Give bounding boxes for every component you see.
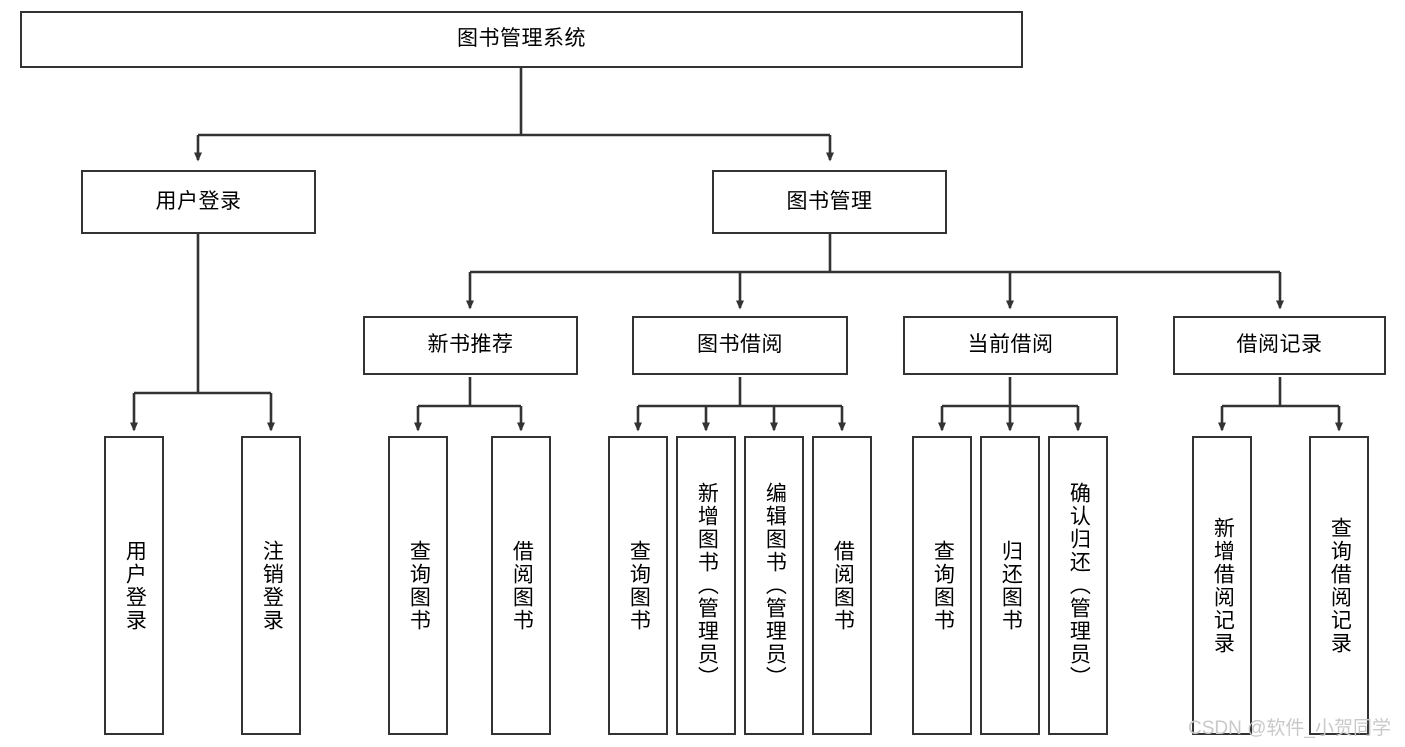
leaf-new-book-query[interactable]: 查询图书: [388, 436, 448, 735]
leaf-book-borrow-add[interactable]: 新增图书（管理员）: [676, 436, 736, 735]
node-label: 借阅图书: [831, 539, 855, 632]
leaf-book-borrow-edit[interactable]: 编辑图书（管理员）: [744, 436, 804, 735]
leaf-borrow-record-add[interactable]: 新增借阅记录: [1192, 436, 1252, 735]
node-label: 当前借阅: [967, 333, 1054, 357]
node-book-borrow[interactable]: 图书借阅: [632, 316, 848, 375]
leaf-borrow-record-query[interactable]: 查询借阅记录: [1309, 436, 1369, 735]
node-label: 确认归还（管理员）: [1067, 482, 1091, 689]
leaf-new-book-borrow[interactable]: 借阅图书: [491, 436, 551, 735]
leaf-current-borrow-return[interactable]: 归还图书: [980, 436, 1040, 735]
node-new-book-recommend[interactable]: 新书推荐: [363, 316, 578, 375]
node-label: 查询借阅记录: [1328, 516, 1352, 655]
leaf-user-login-login[interactable]: 用户登录: [104, 436, 164, 735]
node-label: 图书借阅: [697, 333, 783, 357]
node-label: 查询图书: [627, 539, 651, 632]
node-label: 借阅图书: [510, 539, 534, 632]
leaf-book-borrow-borrow[interactable]: 借阅图书: [812, 436, 872, 735]
node-label: 新增图书（管理员）: [695, 482, 719, 689]
leaf-book-borrow-query[interactable]: 查询图书: [608, 436, 668, 735]
node-label: 图书管理系统: [457, 27, 586, 51]
watermark-text: CSDN @软件_小贺同学: [1188, 718, 1391, 739]
node-label: 用户登录: [155, 189, 242, 213]
node-label: 归还图书: [999, 539, 1023, 632]
node-label: 查询图书: [407, 539, 431, 632]
node-root-system[interactable]: 图书管理系统: [20, 11, 1023, 68]
leaf-current-borrow-query[interactable]: 查询图书: [912, 436, 972, 735]
node-label: 注销登录: [260, 539, 284, 632]
leaf-user-login-logout[interactable]: 注销登录: [241, 436, 301, 735]
node-label: 用户登录: [123, 539, 147, 632]
node-label: 查询图书: [931, 539, 955, 632]
node-user-login[interactable]: 用户登录: [81, 170, 316, 234]
leaf-current-borrow-confirm-return[interactable]: 确认归还（管理员）: [1048, 436, 1108, 735]
node-label: 图书管理: [786, 189, 873, 213]
node-label: 新书推荐: [427, 333, 514, 357]
node-book-management[interactable]: 图书管理: [712, 170, 947, 234]
node-label: 编辑图书（管理员）: [763, 482, 787, 689]
node-label: 新增借阅记录: [1211, 516, 1235, 655]
node-current-borrow[interactable]: 当前借阅: [903, 316, 1118, 375]
node-borrow-record[interactable]: 借阅记录: [1173, 316, 1386, 375]
node-label: 借阅记录: [1236, 333, 1323, 357]
